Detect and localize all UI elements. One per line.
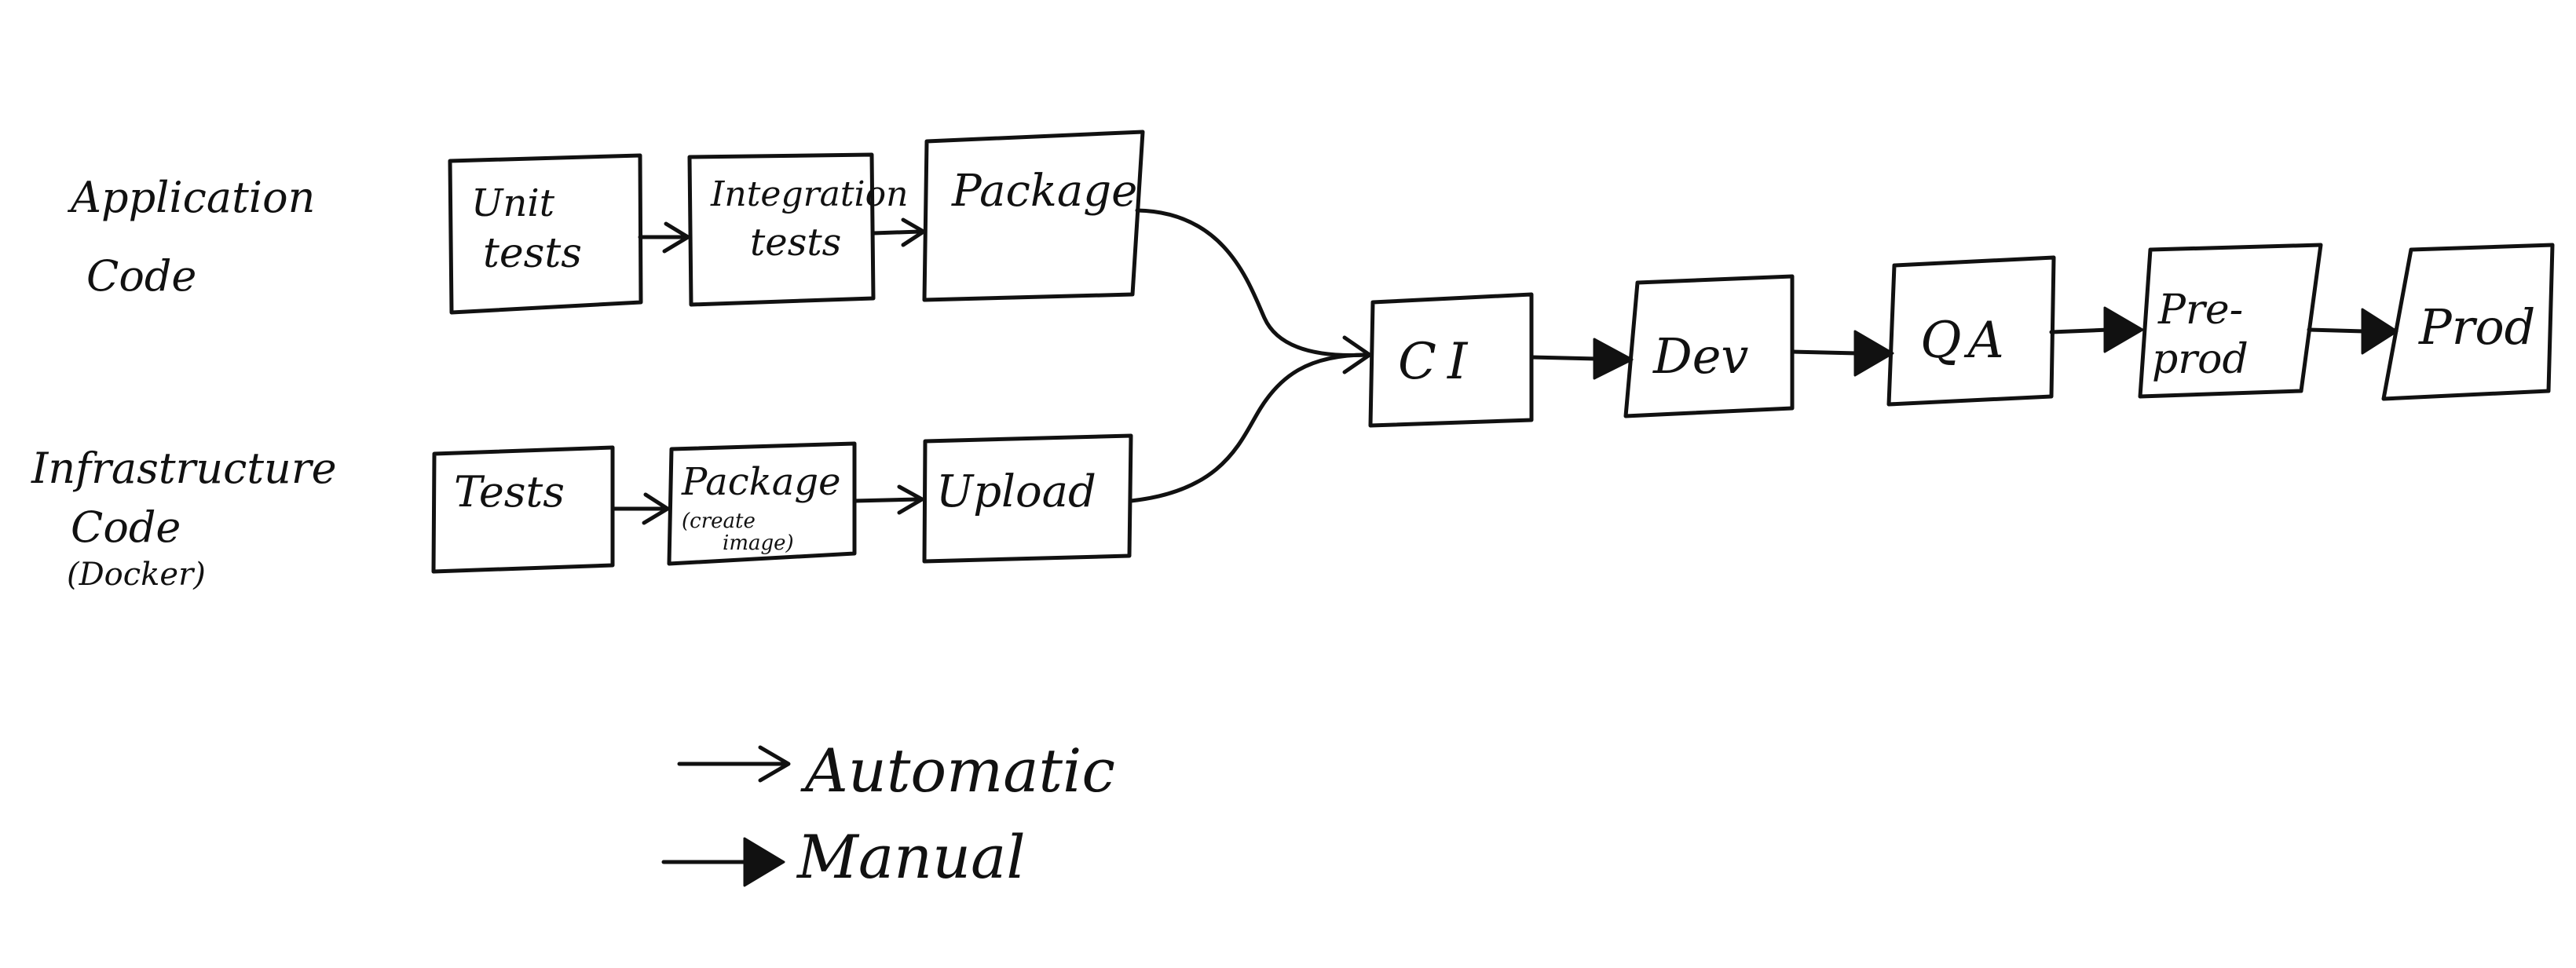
row-label-application-line2: Code xyxy=(86,251,196,301)
box-ci: CI xyxy=(1368,292,1534,428)
box-qa: QA xyxy=(1886,255,2056,407)
box-infra-package-note-line1: (create xyxy=(682,510,756,533)
arrow-app-package-to-ci xyxy=(1135,208,1369,357)
box-preprod-line2: prod xyxy=(2152,336,2249,383)
legend-manual-label: Manual xyxy=(796,822,1026,892)
box-unit-tests-line2: tests xyxy=(483,230,582,277)
box-preprod-line1: Pre- xyxy=(2157,287,2243,334)
box-integration-tests-line2: tests xyxy=(750,221,841,265)
box-dev: Dev xyxy=(1623,274,1795,418)
box-unit-tests-line1: Unit xyxy=(471,181,555,225)
row-label-infrastructure-line2: Code xyxy=(71,502,181,552)
row-label-application-line1: Application xyxy=(67,173,315,222)
row-label-application: Application Code xyxy=(67,173,315,301)
box-ci-label: CI xyxy=(1398,333,1478,391)
row-label-infrastructure: Infrastructure Code (Docker) xyxy=(31,444,337,593)
box-unit-tests: Unit tests xyxy=(448,153,643,315)
box-integration-tests: Integration tests xyxy=(687,152,908,307)
legend-manual: Manual xyxy=(661,822,1026,892)
box-infra-package: Package (create image) xyxy=(667,441,857,566)
arrow-dev-to-qa xyxy=(1790,330,1894,377)
arrow-integration-to-package xyxy=(871,217,926,247)
box-infra-tests: Tests xyxy=(431,445,615,574)
row-label-infrastructure-line1: Infrastructure xyxy=(31,444,337,493)
box-upload: Upload xyxy=(922,433,1133,564)
box-upload-label: Upload xyxy=(936,466,1096,517)
arrow-infra-package-to-upload xyxy=(852,484,924,515)
arrow-infra-tests-to-package xyxy=(610,492,670,525)
legend-automatic-label: Automatic xyxy=(800,736,1115,805)
box-app-package-label: Package xyxy=(951,166,1137,217)
arrow-qa-to-preprod xyxy=(2049,306,2144,353)
row-label-infrastructure-line3: (Docker) xyxy=(67,557,206,593)
arrow-unit-to-integration xyxy=(638,221,690,254)
box-app-package: Package xyxy=(922,130,1145,302)
arrow-preprod-to-prod xyxy=(2307,308,2399,355)
box-preprod: Pre- prod xyxy=(2138,243,2323,399)
legend-automatic: Automatic xyxy=(677,736,1115,805)
arrow-upload-to-ci xyxy=(1129,335,1372,503)
arrow-ci-to-dev xyxy=(1529,338,1634,380)
box-dev-label: Dev xyxy=(1652,327,1748,385)
box-prod-label: Prod xyxy=(2418,298,2535,356)
box-infra-package-note-line2: image) xyxy=(723,531,794,555)
box-qa-label: QA xyxy=(1920,312,2011,370)
box-infra-tests-label: Tests xyxy=(454,467,565,517)
box-prod: Prod xyxy=(2381,243,2555,401)
box-integration-tests-line1: Integration xyxy=(710,174,908,214)
box-infra-package-label: Package xyxy=(681,460,840,504)
